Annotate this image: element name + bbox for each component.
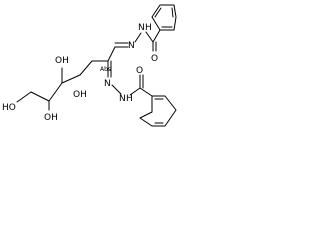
oh-bottom-label: OH: [44, 113, 58, 123]
h2-label: H: [126, 94, 133, 104]
n4-label: N: [119, 94, 126, 104]
n3-label: N: [104, 79, 111, 89]
o1-label: O: [151, 54, 158, 64]
ho-left-label: HO: [2, 103, 16, 113]
o2-label: O: [136, 66, 143, 76]
stereo-label: Abs: [100, 66, 111, 73]
molecule-structure: OH OH HO OH N N H O N N H O Abs: [2, 4, 177, 127]
n2-label: N: [138, 23, 145, 33]
oh-top-label: OH: [55, 56, 69, 66]
phenyl-ring-lower: [139, 95, 177, 127]
sugar-chain: [16, 60, 109, 111]
phenyl-ring-upper: [151, 4, 177, 31]
oh-right-label: OH: [73, 90, 87, 100]
molecule-canvas: OH OH HO OH N N H O N N H O Abs: [0, 0, 177, 131]
n1-label: N: [128, 41, 135, 51]
h1-label: H: [145, 23, 152, 33]
hydrazone-lower: [107, 60, 153, 97]
hydrazone-upper: [107, 29, 161, 62]
